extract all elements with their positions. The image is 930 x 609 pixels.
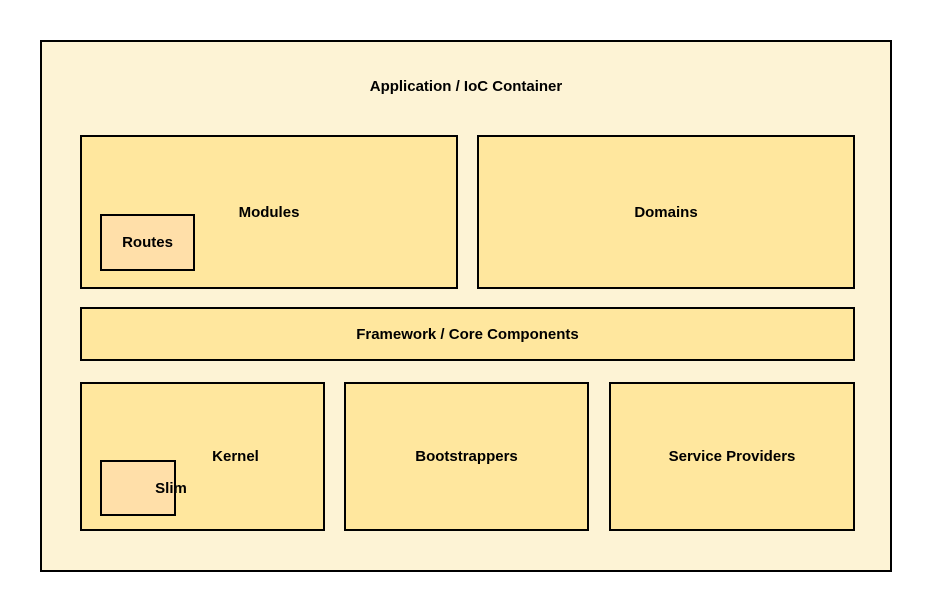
domains-box: Domains — [477, 135, 855, 289]
modules-label: Modules — [238, 203, 300, 221]
ioc-container-box: Application / IoC Container Modules Rout… — [40, 40, 892, 572]
bootstrappers-label: Bootstrappers — [415, 448, 518, 465]
routes-box: Routes — [100, 214, 195, 271]
framework-core-components-box: Framework / Core Components — [80, 307, 855, 361]
routes-label: Routes — [122, 234, 173, 251]
ioc-container-label: Application / IoC Container — [369, 78, 563, 95]
modules-box: Modules Routes — [80, 135, 458, 289]
bootstrappers-box: Bootstrappers — [344, 382, 589, 531]
kernel-label: Kernel — [212, 448, 259, 465]
slim-box: Slim — [100, 460, 187, 516]
domains-label: Domains — [634, 203, 698, 221]
framework-core-components-label: Framework / Core Components — [356, 325, 579, 343]
kernel-box: Kernel Slim — [80, 382, 325, 531]
service-providers-label: Service Providers — [668, 448, 796, 465]
slim-label: Slim — [155, 479, 187, 497]
service-providers-box: Service Providers — [609, 382, 855, 531]
